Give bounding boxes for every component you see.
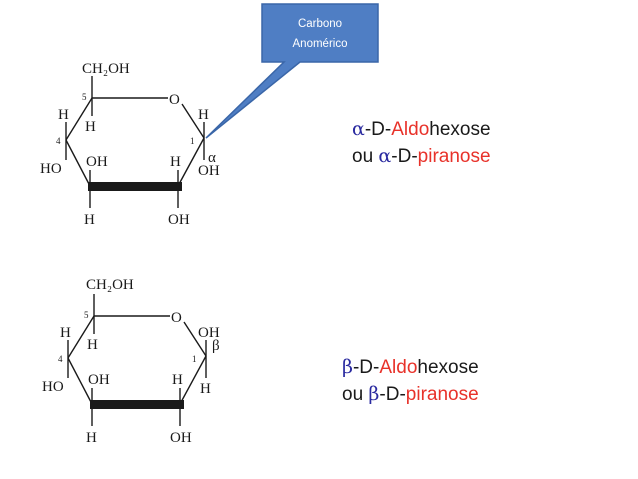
beta-aldo-text: Aldo — [379, 357, 418, 378]
alpha-c1-number: 1 — [190, 136, 195, 146]
alpha-hexose-text: hexose — [429, 119, 491, 140]
alpha-glucopyranose-structure: CH₂OH 5 O H H H 4 1 α HO OH H OH H OH — [40, 61, 220, 228]
alpha-ring-oxygen: O — [169, 92, 180, 108]
alpha-h-c2-up: H — [170, 154, 181, 170]
alpha-anomeric-greek: α — [208, 150, 216, 166]
alpha-ch2oh-label: CH₂OH — [82, 61, 130, 77]
beta-name-line-2: ou β-D-piranose — [342, 381, 479, 408]
beta-greek-2: β — [368, 383, 380, 405]
beta-ch2oh-label: CH₂OH — [86, 277, 134, 293]
beta-h-top-left: H — [60, 325, 71, 341]
alpha-ring-bold-bond — [88, 182, 182, 191]
beta-oh-bottom-right: OH — [170, 430, 192, 446]
beta-oh-top-right: OH — [198, 325, 220, 341]
alpha-name-line-2: ou α-D-piranose — [352, 143, 491, 170]
beta-ring-bonds — [67, 294, 207, 426]
beta-name-label: β-D-Aldohexose ou β-D-piranose — [342, 354, 479, 408]
beta-ring-oxygen: O — [171, 310, 182, 326]
alpha-ho-left: HO — [40, 161, 62, 177]
beta-c5-number: 5 — [84, 310, 89, 320]
beta-ring-bold-bond — [90, 400, 184, 409]
alpha-h-top-left: H — [58, 107, 69, 123]
beta-h-c2-up: H — [172, 372, 183, 388]
alpha-ou-text: ou — [352, 146, 379, 167]
alpha-oh-c3-up: OH — [86, 154, 108, 170]
alpha-h-top-right: H — [198, 107, 209, 123]
anomeric-carbon-callout: Carbono Anomérico — [205, 3, 379, 139]
callout-line-2: Anomérico — [293, 38, 348, 50]
beta-oh-c3-up: OH — [88, 372, 110, 388]
alpha-c4-number: 4 — [56, 136, 61, 146]
beta-ou-text: ou — [342, 384, 369, 405]
alpha-h-c5-down: H — [85, 119, 96, 135]
beta-anomeric-greek: β — [212, 338, 220, 354]
alpha-greek-2: α — [378, 145, 392, 167]
alpha-piranose-text: piranose — [417, 146, 491, 167]
alpha-h-bottom-left: H — [84, 212, 95, 228]
beta-hexose-text: hexose — [417, 357, 479, 378]
callout-line-1: Carbono — [298, 18, 342, 30]
beta-d-prefix-1: -D- — [352, 357, 380, 378]
beta-piranose-text: piranose — [405, 384, 479, 405]
beta-c4-number: 4 — [58, 354, 63, 364]
alpha-oh-c1-down: OH — [198, 163, 220, 179]
beta-name-line-1: β-D-Aldohexose — [342, 354, 479, 381]
beta-greek-1: β — [342, 356, 353, 378]
alpha-aldo-text: Aldo — [391, 119, 430, 140]
alpha-greek-1: α — [352, 118, 365, 140]
beta-h-c1-down: H — [200, 381, 211, 397]
beta-d-prefix-2: -D- — [379, 384, 406, 405]
alpha-c5-number: 5 — [82, 92, 87, 102]
alpha-name-line-1: α-D-Aldohexose — [352, 116, 491, 143]
beta-h-c5-down: H — [87, 337, 98, 353]
beta-ho-left: HO — [42, 379, 64, 395]
alpha-oh-bottom-right: OH — [168, 212, 190, 228]
alpha-name-label: α-D-Aldohexose ou α-D-piranose — [352, 116, 491, 170]
alpha-d-prefix-2: -D- — [391, 146, 418, 167]
beta-h-bottom-left: H — [86, 430, 97, 446]
callout-shape — [205, 3, 379, 139]
alpha-d-prefix-1: -D- — [364, 119, 392, 140]
beta-c1-number: 1 — [192, 354, 197, 364]
beta-glucopyranose-structure: CH₂OH 5 O H OH H 4 1 β HO OH H H H OH — [42, 277, 220, 446]
